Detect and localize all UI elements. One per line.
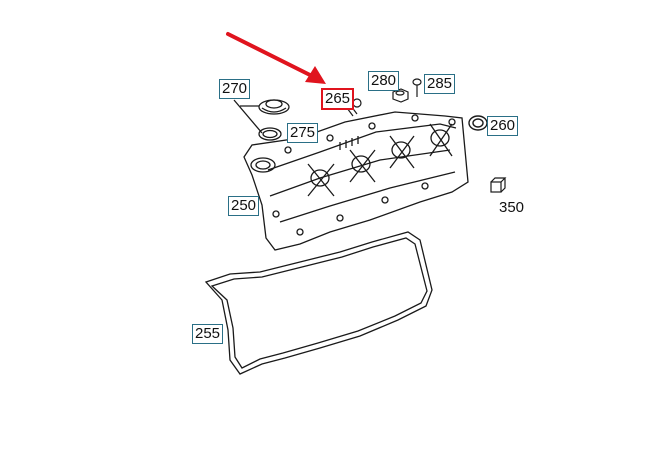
callout-275[interactable]: 275 [287,123,319,143]
o-ring-part [468,115,488,131]
sensor-part [490,177,507,193]
callout-280[interactable]: 280 [368,71,400,91]
callout-265-highlighted[interactable]: 265 [321,88,355,110]
callout-350[interactable]: 350 [499,199,525,216]
screw-part [412,78,422,97]
valve-cover-part [243,111,469,251]
nut-part [392,88,409,103]
callout-250[interactable]: 250 [228,196,260,216]
gasket-part [204,231,433,375]
pointer-arrow-icon [226,32,326,84]
callout-270[interactable]: 270 [219,79,251,99]
callout-255[interactable]: 255 [192,324,224,344]
callout-260[interactable]: 260 [487,116,519,136]
oil-filler-cap-part [233,99,290,134]
seal-ring-part [258,127,282,141]
callout-285[interactable]: 285 [424,74,456,94]
